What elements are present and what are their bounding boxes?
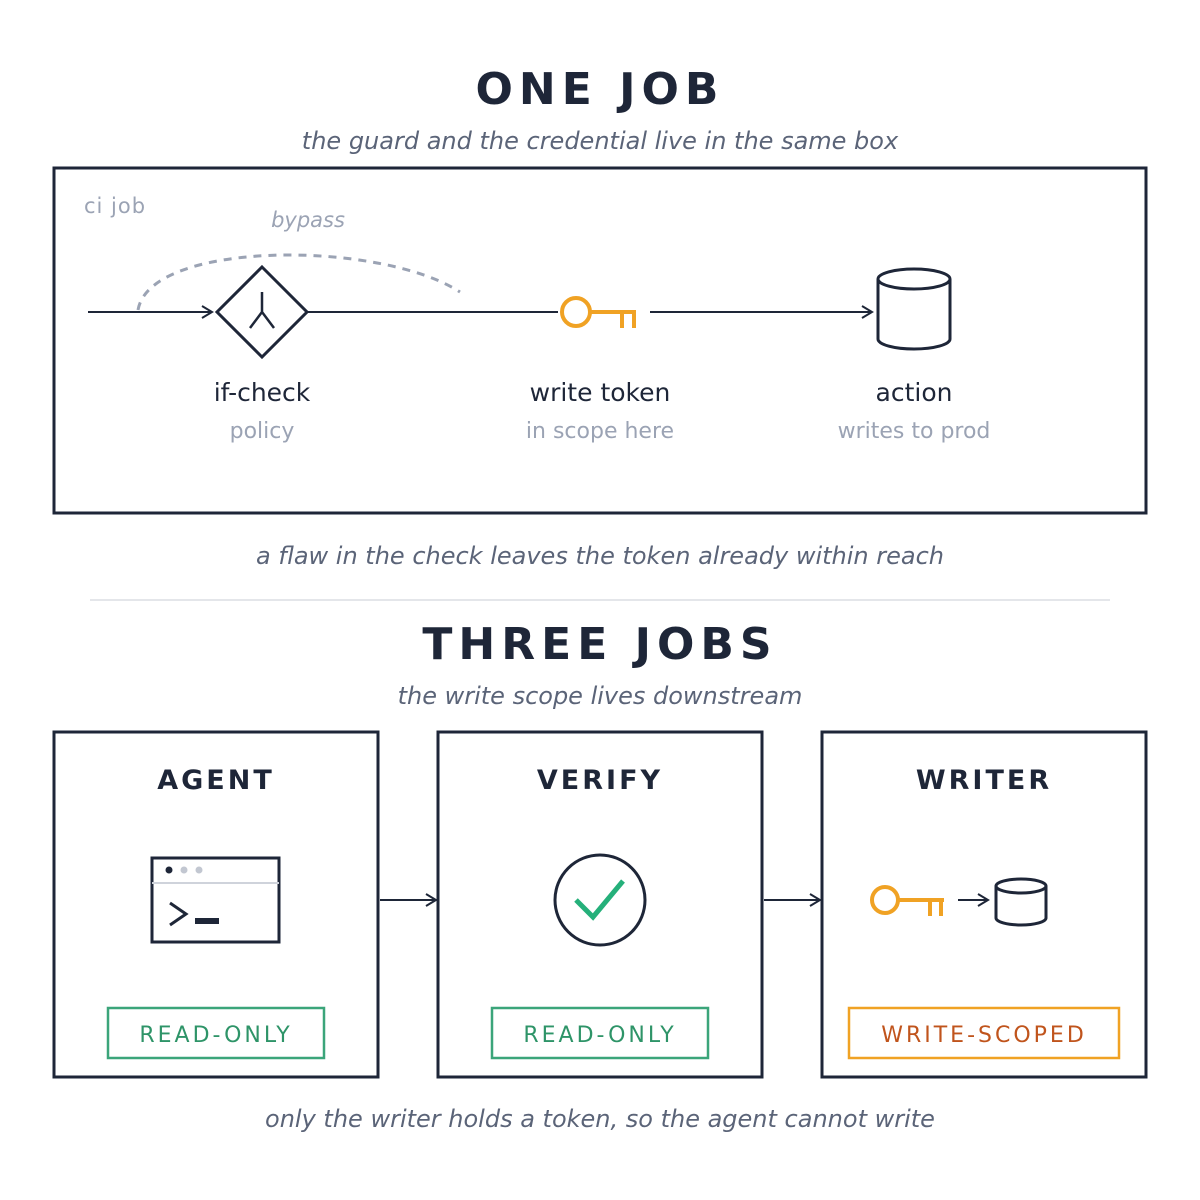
key-icon — [560, 296, 636, 328]
node-sublabel-write-token: in scope here — [526, 419, 674, 444]
check-circle-icon — [553, 853, 647, 947]
badge-verify: READ-ONLY — [523, 1023, 676, 1048]
job-box-agent — [52, 730, 380, 1079]
badge-agent-frame — [106, 1006, 326, 1060]
one-job-caption: a flaw in the check leaves the token alr… — [256, 542, 944, 570]
database-icon — [876, 267, 952, 351]
ci-job-label: ci job — [84, 194, 146, 218]
job-box-writer — [820, 730, 1148, 1079]
badge-verify-frame — [490, 1006, 710, 1060]
writer-database-icon — [994, 877, 1048, 927]
three-jobs-caption: only the writer holds a token, so the ag… — [265, 1105, 935, 1133]
job-title-verify: VERIFY — [537, 765, 663, 796]
one-job-title: ONE JOB — [476, 64, 725, 115]
badge-agent: READ-ONLY — [139, 1023, 292, 1048]
node-label-write-token: write token — [530, 378, 671, 407]
badge-writer: WRITE-SCOPED — [881, 1023, 1087, 1048]
job-title-writer: WRITER — [916, 765, 1052, 796]
node-label-if-check: if-check — [214, 378, 311, 407]
node-label-action: action — [876, 378, 953, 407]
ci-job-container — [52, 166, 1148, 515]
three-jobs-subtitle: the write scope lives downstream — [398, 682, 803, 710]
bypass-label: bypass — [271, 208, 345, 232]
node-sublabel-if-check: policy — [230, 419, 295, 444]
decision-diamond-icon — [214, 264, 310, 360]
writer-key-icon — [870, 885, 944, 916]
three-jobs-title: THREE JOBS — [422, 619, 777, 670]
job-box-verify — [436, 730, 764, 1079]
node-sublabel-action: writes to prod — [838, 419, 991, 444]
job-title-agent: AGENT — [157, 765, 275, 796]
bypass-path — [136, 253, 461, 311]
badge-writer-frame — [847, 1006, 1121, 1060]
terminal-icon — [150, 856, 281, 944]
one-job-subtitle: the guard and the credential live in the… — [302, 127, 899, 155]
